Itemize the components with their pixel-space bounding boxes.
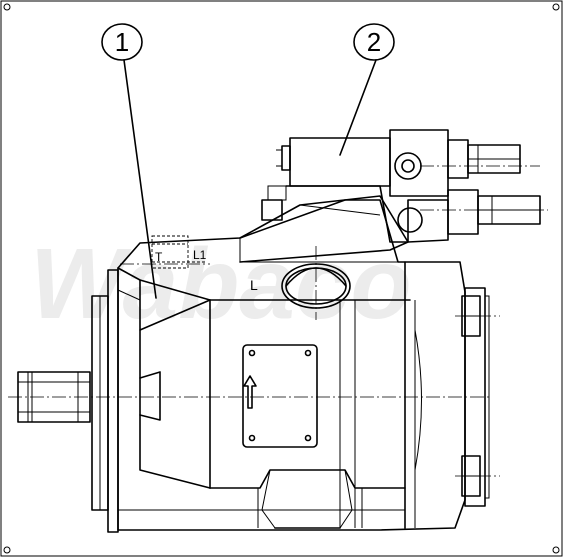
name-plate <box>242 344 318 448</box>
callout-balloon-2: 2 <box>353 23 395 61</box>
centre-lines <box>8 165 548 477</box>
leader-line-1 <box>123 59 157 299</box>
leader-line-2 <box>339 59 377 156</box>
corner-marks <box>3 3 560 554</box>
flow-direction-arrow-icon <box>243 375 257 409</box>
control-valve <box>239 129 541 263</box>
pump-housing <box>117 199 466 531</box>
callout-number-2: 2 <box>367 27 381 57</box>
callout-balloon-1: 1 <box>101 23 143 61</box>
ports-t-l1 <box>151 235 205 269</box>
callout-number-1: 1 <box>115 27 129 57</box>
port-label-l1: L1 <box>193 248 207 262</box>
port-label-l: L <box>250 277 258 293</box>
watermark-text: Wabaco <box>30 228 412 340</box>
port-label-t: T <box>155 250 163 264</box>
